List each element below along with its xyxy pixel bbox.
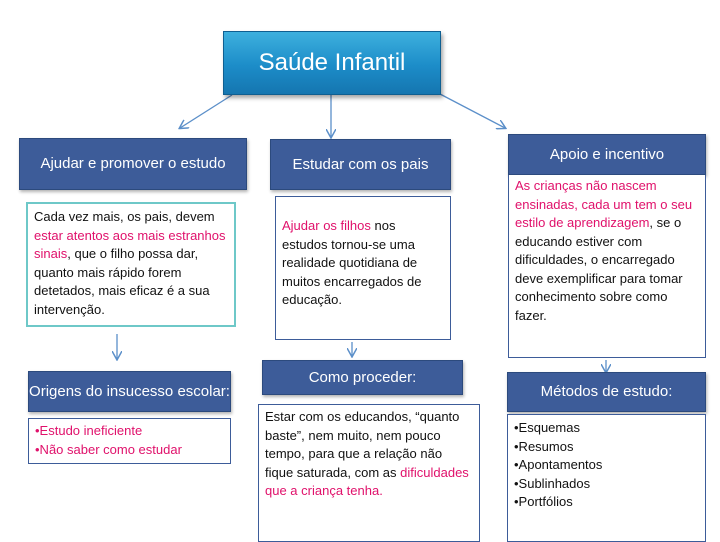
list-item: •Esquemas bbox=[514, 420, 580, 435]
middle-text-part-b: nos estudos tornou-se uma realidade quot… bbox=[282, 218, 422, 307]
middle-sub-header-node: Como proceder: bbox=[262, 360, 463, 395]
list-item: •Apontamentos bbox=[514, 457, 603, 472]
right-text-box: As crianças não nascem ensinadas, cada u… bbox=[508, 175, 706, 358]
left-text-box: Cada vez mais, os pais, devem estar aten… bbox=[26, 202, 236, 327]
list-item: •Estudo ineficiente bbox=[35, 423, 143, 438]
arrow-title-right bbox=[439, 93, 505, 128]
right-sub-header-label: Métodos de estudo: bbox=[540, 383, 673, 400]
left-list-box: •Estudo ineficiente •Não saber como estu… bbox=[28, 418, 231, 464]
left-text-part-b: , que o filho possa dar, quanto mais ráp… bbox=[34, 246, 210, 317]
right-header-node: Apoio e incentivo bbox=[508, 134, 706, 175]
list-item: •Resumos bbox=[514, 438, 574, 454]
title-label: Saúde Infantil bbox=[258, 49, 406, 76]
left-text-highlight: estar atentos aos mais estranhos sinais bbox=[34, 227, 226, 262]
right-sub-header-node: Métodos de estudo: bbox=[507, 372, 706, 412]
left-item-list: •Estudo ineficiente •Não saber como estu… bbox=[35, 422, 224, 459]
middle-text-box: Ajudar os filhos nos estudos tornou-se u… bbox=[275, 196, 451, 340]
right-text-part-b: , se o educando estiver com dificuldades… bbox=[515, 215, 683, 323]
list-item: •Portfólios bbox=[514, 494, 573, 509]
left-sub-header-node: Origens do insucesso escolar: bbox=[28, 371, 231, 412]
left-sub-header-label: Origens do insucesso escolar: bbox=[29, 382, 230, 400]
left-text-part-a: Cada vez mais, os pais, devem bbox=[34, 209, 215, 224]
middle-sub-text-box: Estar com os educandos, “quanto baste”, … bbox=[258, 404, 480, 542]
left-header-label: Ajudar e promover o estudo bbox=[40, 155, 226, 172]
left-header-node: Ajudar e promover o estudo bbox=[19, 138, 247, 190]
middle-sub-text-part-a: Estar com os educandos, “quanto baste”, … bbox=[265, 409, 460, 480]
middle-text-highlight: Ajudar os filhos bbox=[282, 218, 371, 233]
right-header-label: Apoio e incentivo bbox=[549, 145, 665, 163]
middle-header-label: Estudar com os pais bbox=[292, 155, 429, 173]
arrow-title-left bbox=[180, 94, 233, 128]
list-item: •Não saber como estudar bbox=[35, 441, 182, 457]
right-text-highlight: As crianças não nascem ensinadas, cada u… bbox=[515, 178, 693, 230]
middle-sub-header-label: Como proceder: bbox=[308, 368, 417, 386]
right-list-box: •Esquemas •Resumos •Apontamentos •Sublin… bbox=[507, 414, 706, 542]
middle-header-node: Estudar com os pais bbox=[270, 139, 451, 190]
right-item-list: •Esquemas •Resumos •Apontamentos •Sublin… bbox=[514, 419, 699, 512]
list-item: •Sublinhados bbox=[514, 475, 591, 491]
title-node: Saúde Infantil bbox=[223, 31, 441, 95]
middle-sub-text-highlight: dificuldades que a criança tenha. bbox=[265, 464, 469, 499]
